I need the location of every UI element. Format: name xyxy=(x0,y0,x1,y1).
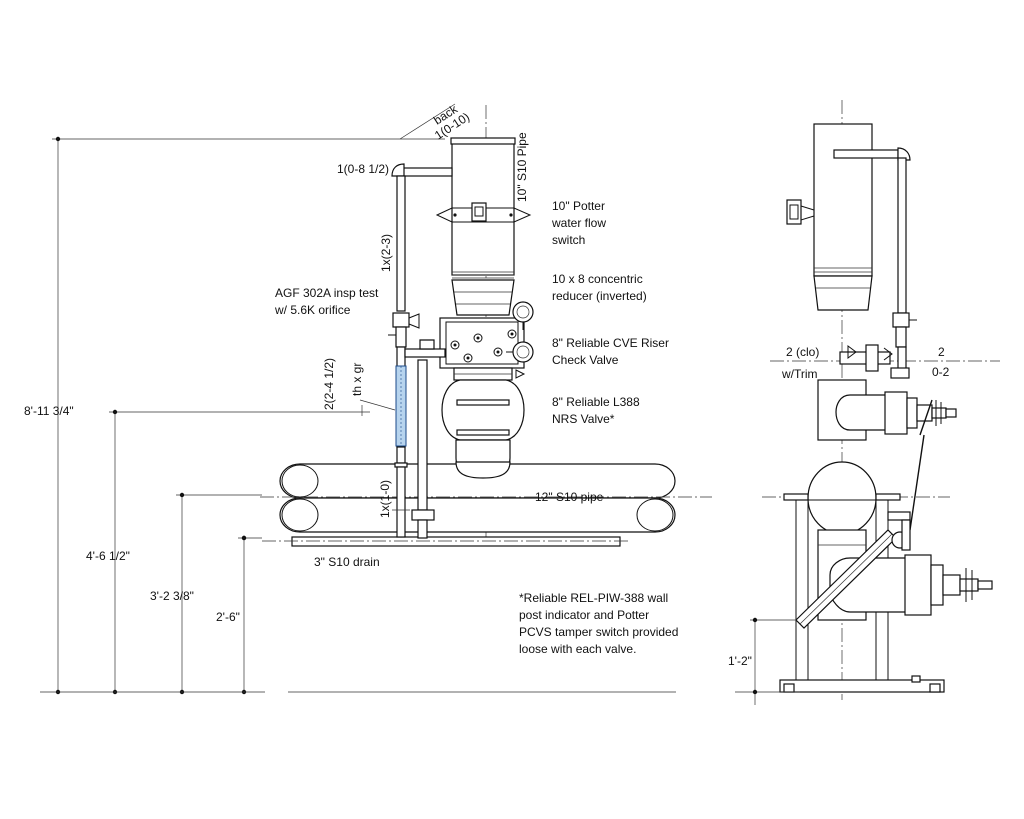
side-flow-switch xyxy=(786,199,815,225)
insp-test-label-2: w/ 5.6K orifice xyxy=(274,303,351,317)
trim-piping xyxy=(388,163,453,539)
note-line-1: *Reliable REL-PIW-388 wall xyxy=(519,591,668,605)
check-valve-label-2: Check Valve xyxy=(552,353,619,367)
pipe-12-label: 12" S10 pipe xyxy=(535,490,604,504)
flow-switch xyxy=(435,202,532,223)
check-valve xyxy=(439,317,525,381)
dim-2-6: 2'-6" xyxy=(216,610,240,624)
drain-3in xyxy=(262,536,630,547)
dim-3-2: 3'-2 3/8" xyxy=(150,589,194,603)
side-base-dim: 1'-2" xyxy=(728,654,752,668)
check-valve-label-1: 8" Reliable CVE Riser xyxy=(552,336,669,350)
thx-leader xyxy=(359,399,396,411)
overall-dim: 8'-11 3/4" xyxy=(24,404,74,418)
flow-switch-label-3: switch xyxy=(552,233,585,247)
flow-switch-label-2: water flow xyxy=(551,216,606,230)
note-line-4: loose with each valve. xyxy=(519,642,636,656)
side-trim-pipe xyxy=(833,147,917,379)
note-line-2: post indicator and Potter xyxy=(519,608,649,622)
back-leader xyxy=(399,103,456,140)
drain-riser-label: 1x(1-0) xyxy=(378,480,392,518)
drain-3-label: 3" S10 drain xyxy=(314,555,380,569)
side-view: 2 (clo) w/Trim 2 0-2 1'-2" xyxy=(728,100,1000,705)
riser-dim-label: 1x(2-3) xyxy=(379,234,393,272)
pressure-gauges xyxy=(506,301,534,379)
reducer xyxy=(451,279,515,316)
side-two-label: 2 xyxy=(938,345,945,359)
side-clo-label: 2 (clo) xyxy=(786,345,819,359)
elbow-label: 1(0-8 1/2) xyxy=(337,162,389,176)
side-upper-pipe xyxy=(813,123,873,311)
vert-dim-label: 2(2-4 1/2) xyxy=(322,358,336,410)
pipe-12in xyxy=(260,461,712,533)
reducer-label-1: 10 x 8 concentric xyxy=(552,272,643,286)
note-line-3: PCVS tamper switch provided xyxy=(519,625,678,639)
side-body xyxy=(779,379,993,693)
valve-note: *Reliable REL-PIW-388 wall post indicato… xyxy=(519,591,678,656)
side-dimension-lines xyxy=(735,617,800,705)
flow-switch-label-1: 10" Potter xyxy=(552,199,605,213)
front-view: back 1(0-10) 1(0-8 1/2) 10" S10 Pipe 10"… xyxy=(24,101,712,695)
side-zero-two-label: 0-2 xyxy=(932,365,950,379)
nrs-valve-label-1: 8" Reliable L388 xyxy=(552,395,640,409)
pipe-10-label: 10" S10 Pipe xyxy=(515,132,529,202)
front-dimension-lines xyxy=(40,136,676,695)
reducer-label-2: reducer (inverted) xyxy=(552,289,647,303)
side-trim-label: w/Trim xyxy=(781,367,818,381)
dim-4-6: 4'-6 1/2" xyxy=(86,549,130,563)
nrs-valve-label-2: NRS Valve* xyxy=(552,412,615,426)
insp-test-label-1: AGF 302A insp test xyxy=(275,286,379,300)
nrs-valve xyxy=(441,379,525,475)
thx-label: th x gr xyxy=(350,363,364,396)
